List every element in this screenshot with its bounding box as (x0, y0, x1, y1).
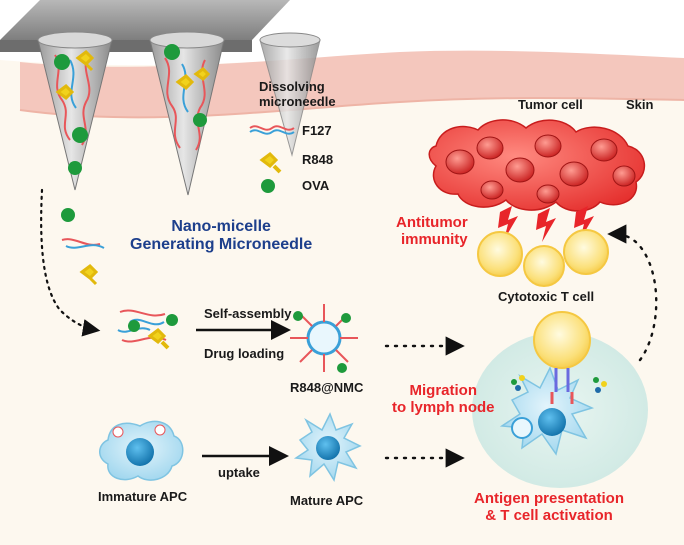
diagram-title: Nano-micelle Generating Microneedle (130, 218, 313, 254)
microneedle-backing-plate (0, 0, 290, 40)
cytotoxic-t-cell-label: Cytotoxic T cell (498, 289, 595, 304)
tumor-cell-label: Tumor cell (518, 97, 583, 112)
microneedle-cone-3-dissolved (259, 32, 321, 157)
release-path-arrow (40, 188, 101, 337)
microneedle-cone-1 (37, 31, 113, 191)
antigen-presentation-label: Antigen presentation & T cell activation (474, 490, 625, 525)
polymer-strand-icon (249, 125, 295, 131)
microneedle-cone-2 (149, 31, 225, 196)
legend-r848-label: R848 (302, 152, 334, 167)
micelle-label: R848@NMC (290, 380, 364, 395)
legend-f127-label: F127 (302, 123, 332, 138)
free-components-cluster (117, 309, 178, 350)
drug-loading-label: Drug loading (204, 346, 285, 361)
released-r848-molecule (79, 264, 99, 286)
migration-label: Migration to lymph node (392, 382, 495, 417)
activation-return-arrow (607, 224, 658, 362)
mature-apc-cell (293, 412, 362, 482)
uptake-label: uptake (218, 465, 260, 480)
polymer-strand-icon-blue (249, 129, 295, 135)
legend-ova-label: OVA (302, 178, 330, 193)
skin-label: Skin (626, 97, 654, 112)
skin-border (19, 97, 684, 119)
lymph-node-region (472, 311, 648, 488)
micelle-particle (290, 304, 358, 373)
released-ova-dot (61, 208, 75, 222)
cytotoxic-t-cells (477, 229, 609, 287)
dissolving-microneedle-label: Dissolving microneedle (259, 79, 336, 109)
r848-molecule-icon (259, 152, 282, 174)
ova-dot-icon (261, 179, 275, 193)
tumor-cell-cluster (428, 119, 646, 212)
released-polymer-strand-blue (65, 244, 105, 249)
cytotoxic-attack-icons (498, 206, 594, 242)
immature-apc-label: Immature APC (98, 489, 188, 504)
mature-apc-label: Mature APC (290, 493, 364, 508)
antitumor-immunity-label: Antitumor immunity (396, 214, 468, 249)
immature-apc-cell (99, 420, 184, 481)
self-assembly-label: Self-assembly (204, 306, 292, 321)
